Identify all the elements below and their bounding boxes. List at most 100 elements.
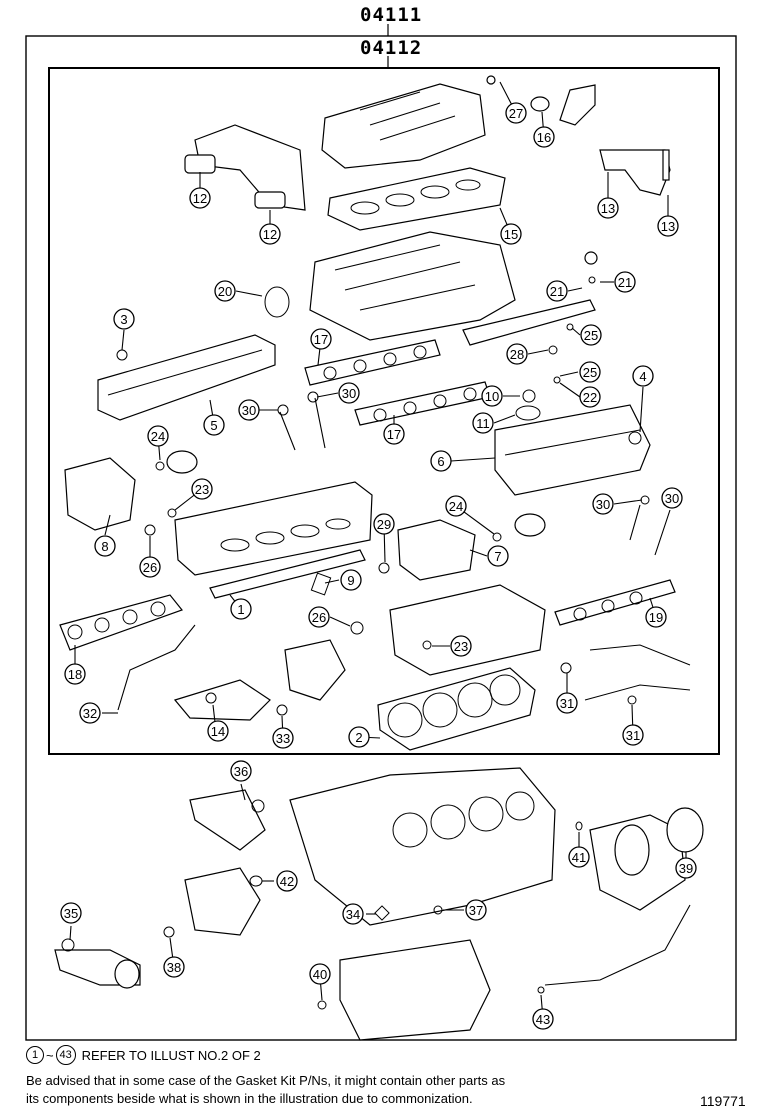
callout-23[interactable]: 23 xyxy=(450,635,472,657)
callout-17[interactable]: 17 xyxy=(310,328,332,350)
callout-circle xyxy=(272,727,294,749)
callout-30[interactable]: 30 xyxy=(338,382,360,404)
callout-number: 24 xyxy=(151,429,165,444)
callout-29[interactable]: 29 xyxy=(373,513,395,535)
callout-21[interactable]: 21 xyxy=(546,280,568,302)
callout-26[interactable]: 26 xyxy=(308,606,330,628)
callout-28[interactable]: 28 xyxy=(506,343,528,365)
callout-3[interactable]: 3 xyxy=(113,308,135,330)
callout-37[interactable]: 37 xyxy=(465,899,487,921)
callout-20[interactable]: 20 xyxy=(214,280,236,302)
callout-number: 5 xyxy=(210,418,217,433)
callout-13[interactable]: 13 xyxy=(657,215,679,237)
callout-14[interactable]: 14 xyxy=(207,720,229,742)
callout-number: 36 xyxy=(234,764,248,779)
callout-12[interactable]: 12 xyxy=(189,187,211,209)
callout-circle xyxy=(450,635,472,657)
callout-11[interactable]: 11 xyxy=(472,412,494,434)
callout-circle xyxy=(230,598,252,620)
callout-42[interactable]: 42 xyxy=(276,870,298,892)
callout-8[interactable]: 8 xyxy=(94,535,116,557)
callout-34[interactable]: 34 xyxy=(342,903,364,925)
callout-30[interactable]: 30 xyxy=(592,493,614,515)
callout-38[interactable]: 38 xyxy=(163,956,185,978)
callout-9[interactable]: 9 xyxy=(340,569,362,591)
callout-23[interactable]: 23 xyxy=(191,478,213,500)
callout-27[interactable]: 27 xyxy=(505,102,527,124)
callout-circle xyxy=(472,412,494,434)
callout-7[interactable]: 7 xyxy=(487,545,509,567)
callout-24[interactable]: 24 xyxy=(445,495,467,517)
callout-39[interactable]: 39 xyxy=(675,857,697,879)
callout-number: 12 xyxy=(263,227,277,242)
callout-circle xyxy=(622,724,644,746)
callout-12[interactable]: 12 xyxy=(259,223,281,245)
callout-15[interactable]: 15 xyxy=(500,223,522,245)
callout-35[interactable]: 35 xyxy=(60,902,82,924)
callout-circle xyxy=(580,324,602,346)
callout-25[interactable]: 25 xyxy=(579,361,601,383)
callout-number: 26 xyxy=(312,610,326,625)
callout-1[interactable]: 1 xyxy=(230,598,252,620)
callout-circle xyxy=(338,382,360,404)
callout-number: 39 xyxy=(679,861,693,876)
callout-circle xyxy=(465,899,487,921)
callout-10[interactable]: 10 xyxy=(481,385,503,407)
callout-circle xyxy=(79,702,101,724)
callout-circle xyxy=(308,606,330,628)
callout-number: 32 xyxy=(83,706,97,721)
callout-19[interactable]: 19 xyxy=(645,606,667,628)
callout-43[interactable]: 43 xyxy=(532,1008,554,1030)
callout-number: 38 xyxy=(167,960,181,975)
callout-32[interactable]: 32 xyxy=(79,702,101,724)
callout-2[interactable]: 2 xyxy=(348,726,370,748)
callout-33[interactable]: 33 xyxy=(272,727,294,749)
callout-30[interactable]: 30 xyxy=(661,487,683,509)
callout-circle xyxy=(310,328,332,350)
callout-18[interactable]: 18 xyxy=(64,663,86,685)
callout-30[interactable]: 30 xyxy=(238,399,260,421)
callout-number: 29 xyxy=(377,517,391,532)
callout-circle xyxy=(163,956,185,978)
callout-41[interactable]: 41 xyxy=(568,846,590,868)
callout-number: 27 xyxy=(509,106,523,121)
callout-circle xyxy=(556,692,578,714)
callout-40[interactable]: 40 xyxy=(309,963,331,985)
callout-4[interactable]: 4 xyxy=(632,365,654,387)
callout-31[interactable]: 31 xyxy=(622,724,644,746)
callout-13[interactable]: 13 xyxy=(597,197,619,219)
callout-number: 12 xyxy=(193,191,207,206)
callout-circle xyxy=(348,726,370,748)
callout-31[interactable]: 31 xyxy=(556,692,578,714)
callout-circle xyxy=(94,535,116,557)
callout-number: 30 xyxy=(665,491,679,506)
callout-circle xyxy=(189,187,211,209)
callout-21[interactable]: 21 xyxy=(614,271,636,293)
callout-number: 30 xyxy=(242,403,256,418)
callout-circle xyxy=(342,903,364,925)
callout-number: 2 xyxy=(355,730,362,745)
callout-circle xyxy=(430,450,452,472)
callout-5[interactable]: 5 xyxy=(203,414,225,436)
callout-25[interactable]: 25 xyxy=(580,324,602,346)
callout-number: 37 xyxy=(469,903,483,918)
callout-22[interactable]: 22 xyxy=(579,386,601,408)
callout-36[interactable]: 36 xyxy=(230,760,252,782)
refer-end-badge: 43 xyxy=(55,1045,76,1065)
callout-circle xyxy=(592,493,614,515)
callout-circle xyxy=(675,857,697,879)
callout-17[interactable]: 17 xyxy=(383,423,405,445)
callout-16[interactable]: 16 xyxy=(533,126,555,148)
callout-circle xyxy=(309,963,331,985)
callout-26[interactable]: 26 xyxy=(139,556,161,578)
callout-6[interactable]: 6 xyxy=(430,450,452,472)
callout-number: 17 xyxy=(314,332,328,347)
callout-layer: 1234567891011121213131415161717181920212… xyxy=(60,102,697,1030)
callout-circle xyxy=(533,126,555,148)
callout-24[interactable]: 24 xyxy=(147,425,169,447)
callout-circle xyxy=(276,870,298,892)
callout-circle xyxy=(568,846,590,868)
inner-group-code: 04112 xyxy=(360,37,423,59)
callout-number: 10 xyxy=(485,389,499,404)
